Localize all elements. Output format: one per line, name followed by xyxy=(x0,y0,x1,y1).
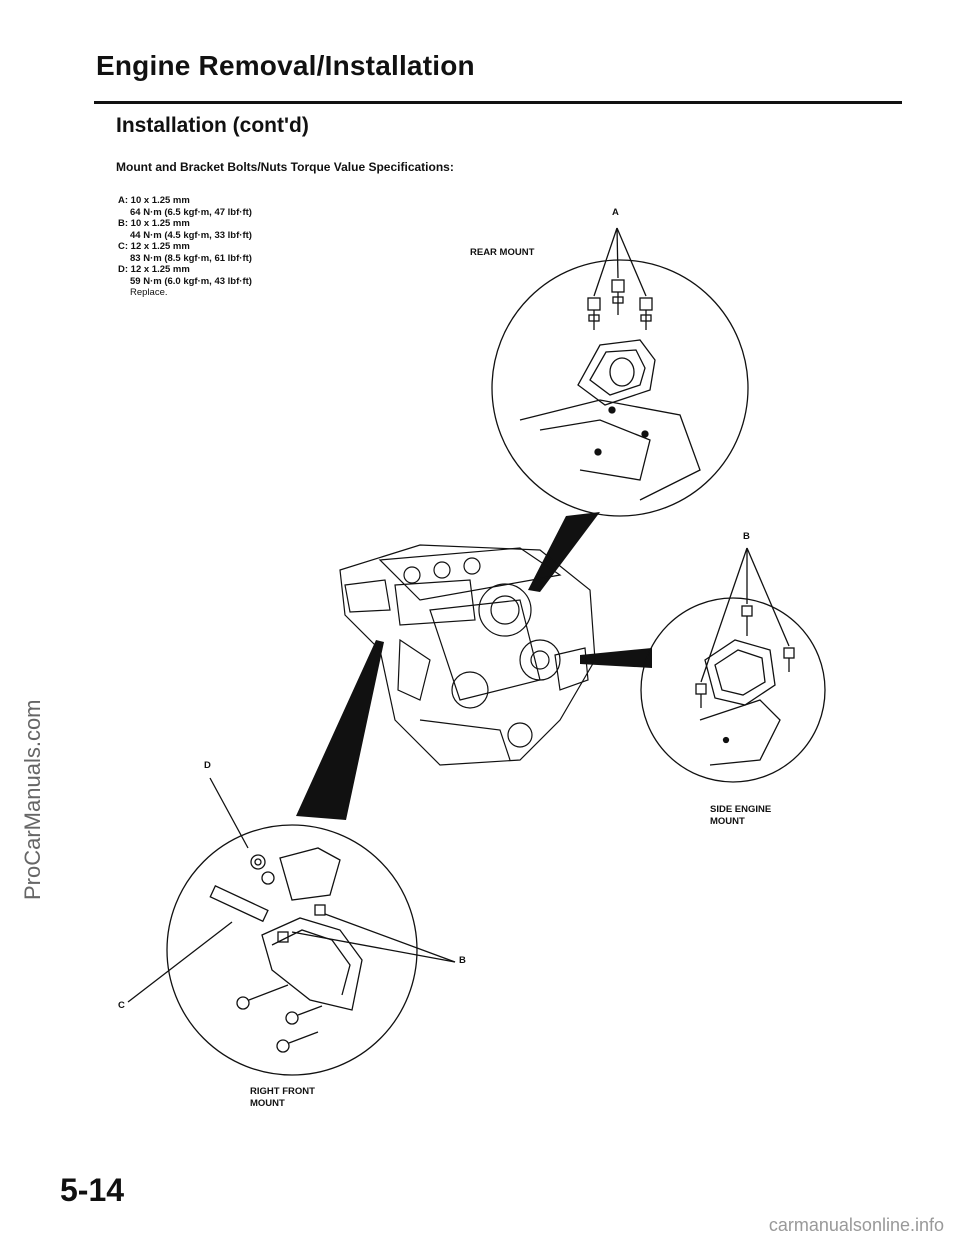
rear-mount-bolts xyxy=(587,279,653,330)
spec-heading: Mount and Bracket Bolts/Nuts Torque Valu… xyxy=(116,160,454,174)
callout-b-top-arrows xyxy=(700,547,790,683)
spec-note: Replace. xyxy=(130,287,168,298)
rear-mount-detail-circle xyxy=(491,259,749,517)
spec-size-b: B: 10 x 1.25 mm xyxy=(118,218,190,229)
spec-size-d: D: 12 x 1.25 mm xyxy=(118,264,190,275)
rear-mount-bracket-icon xyxy=(519,339,701,501)
side-mount-pointer-wedge xyxy=(580,648,652,668)
bottom-watermark: carmanualsonline.info xyxy=(768,1215,944,1235)
spec-torque-b: 44 N·m (4.5 kgf·m, 33 lbf·ft) xyxy=(130,229,252,241)
spec-list: A: 10 x 1.25 mm 64 N·m (6.5 kgf·m, 47 lb… xyxy=(118,195,252,299)
side-watermark: ProCarManuals.com xyxy=(20,699,45,900)
callout-d-arrow xyxy=(209,777,249,849)
section-subtitle: Installation (cont'd) xyxy=(116,114,309,137)
side-mount-bolts xyxy=(695,605,795,708)
spec-torque-c: 83 N·m (8.5 kgf·m, 61 lbf·ft) xyxy=(130,252,252,264)
callout-b-top-label: B xyxy=(743,531,750,542)
spec-torque-d: 59 N·m (6.0 kgf·m, 43 lbf·ft) xyxy=(130,275,252,287)
side-engine-mount-detail-circle xyxy=(640,597,826,783)
callout-b-bottom-arrows xyxy=(291,913,456,963)
right-front-mount-label: RIGHT FRONT MOUNT xyxy=(250,1086,315,1109)
side-engine-mount-label: SIDE ENGINE MOUNT xyxy=(710,804,771,827)
rear-mount-pointer-wedge xyxy=(528,512,600,592)
callout-c-label: C xyxy=(118,1000,125,1011)
front-mount-bracket-icon xyxy=(209,847,363,1053)
spec-size-c: C: 12 x 1.25 mm xyxy=(118,241,190,252)
callout-c-arrow xyxy=(127,921,233,1003)
side-mount-bracket-icon xyxy=(699,639,781,766)
front-mount-pointer-wedge xyxy=(296,640,384,820)
callout-b-bottom-label: B xyxy=(459,955,466,966)
side-mount-label-line1: SIDE ENGINE xyxy=(710,804,772,815)
callout-a-arrows xyxy=(593,227,647,297)
callout-d-label: D xyxy=(204,760,211,771)
side-mount-label-line2: MOUNT xyxy=(710,815,745,827)
spec-torque-a: 64 N·m (6.5 kgf·m, 47 lbf·ft) xyxy=(130,206,252,218)
title-rule xyxy=(94,101,902,104)
spec-size-a: A: 10 x 1.25 mm xyxy=(118,195,190,206)
callout-a-label: A xyxy=(612,207,619,218)
right-front-mount-detail-circle xyxy=(166,824,418,1076)
rear-mount-label: REAR MOUNT xyxy=(470,247,535,258)
front-mount-label-line1: RIGHT FRONT xyxy=(250,1086,315,1097)
engine-assembly-illustration xyxy=(339,544,596,766)
page-title: Engine Removal/Installation xyxy=(96,50,475,81)
page-number: 5-14 xyxy=(60,1172,125,1208)
front-mount-label-line2: MOUNT xyxy=(250,1097,285,1109)
